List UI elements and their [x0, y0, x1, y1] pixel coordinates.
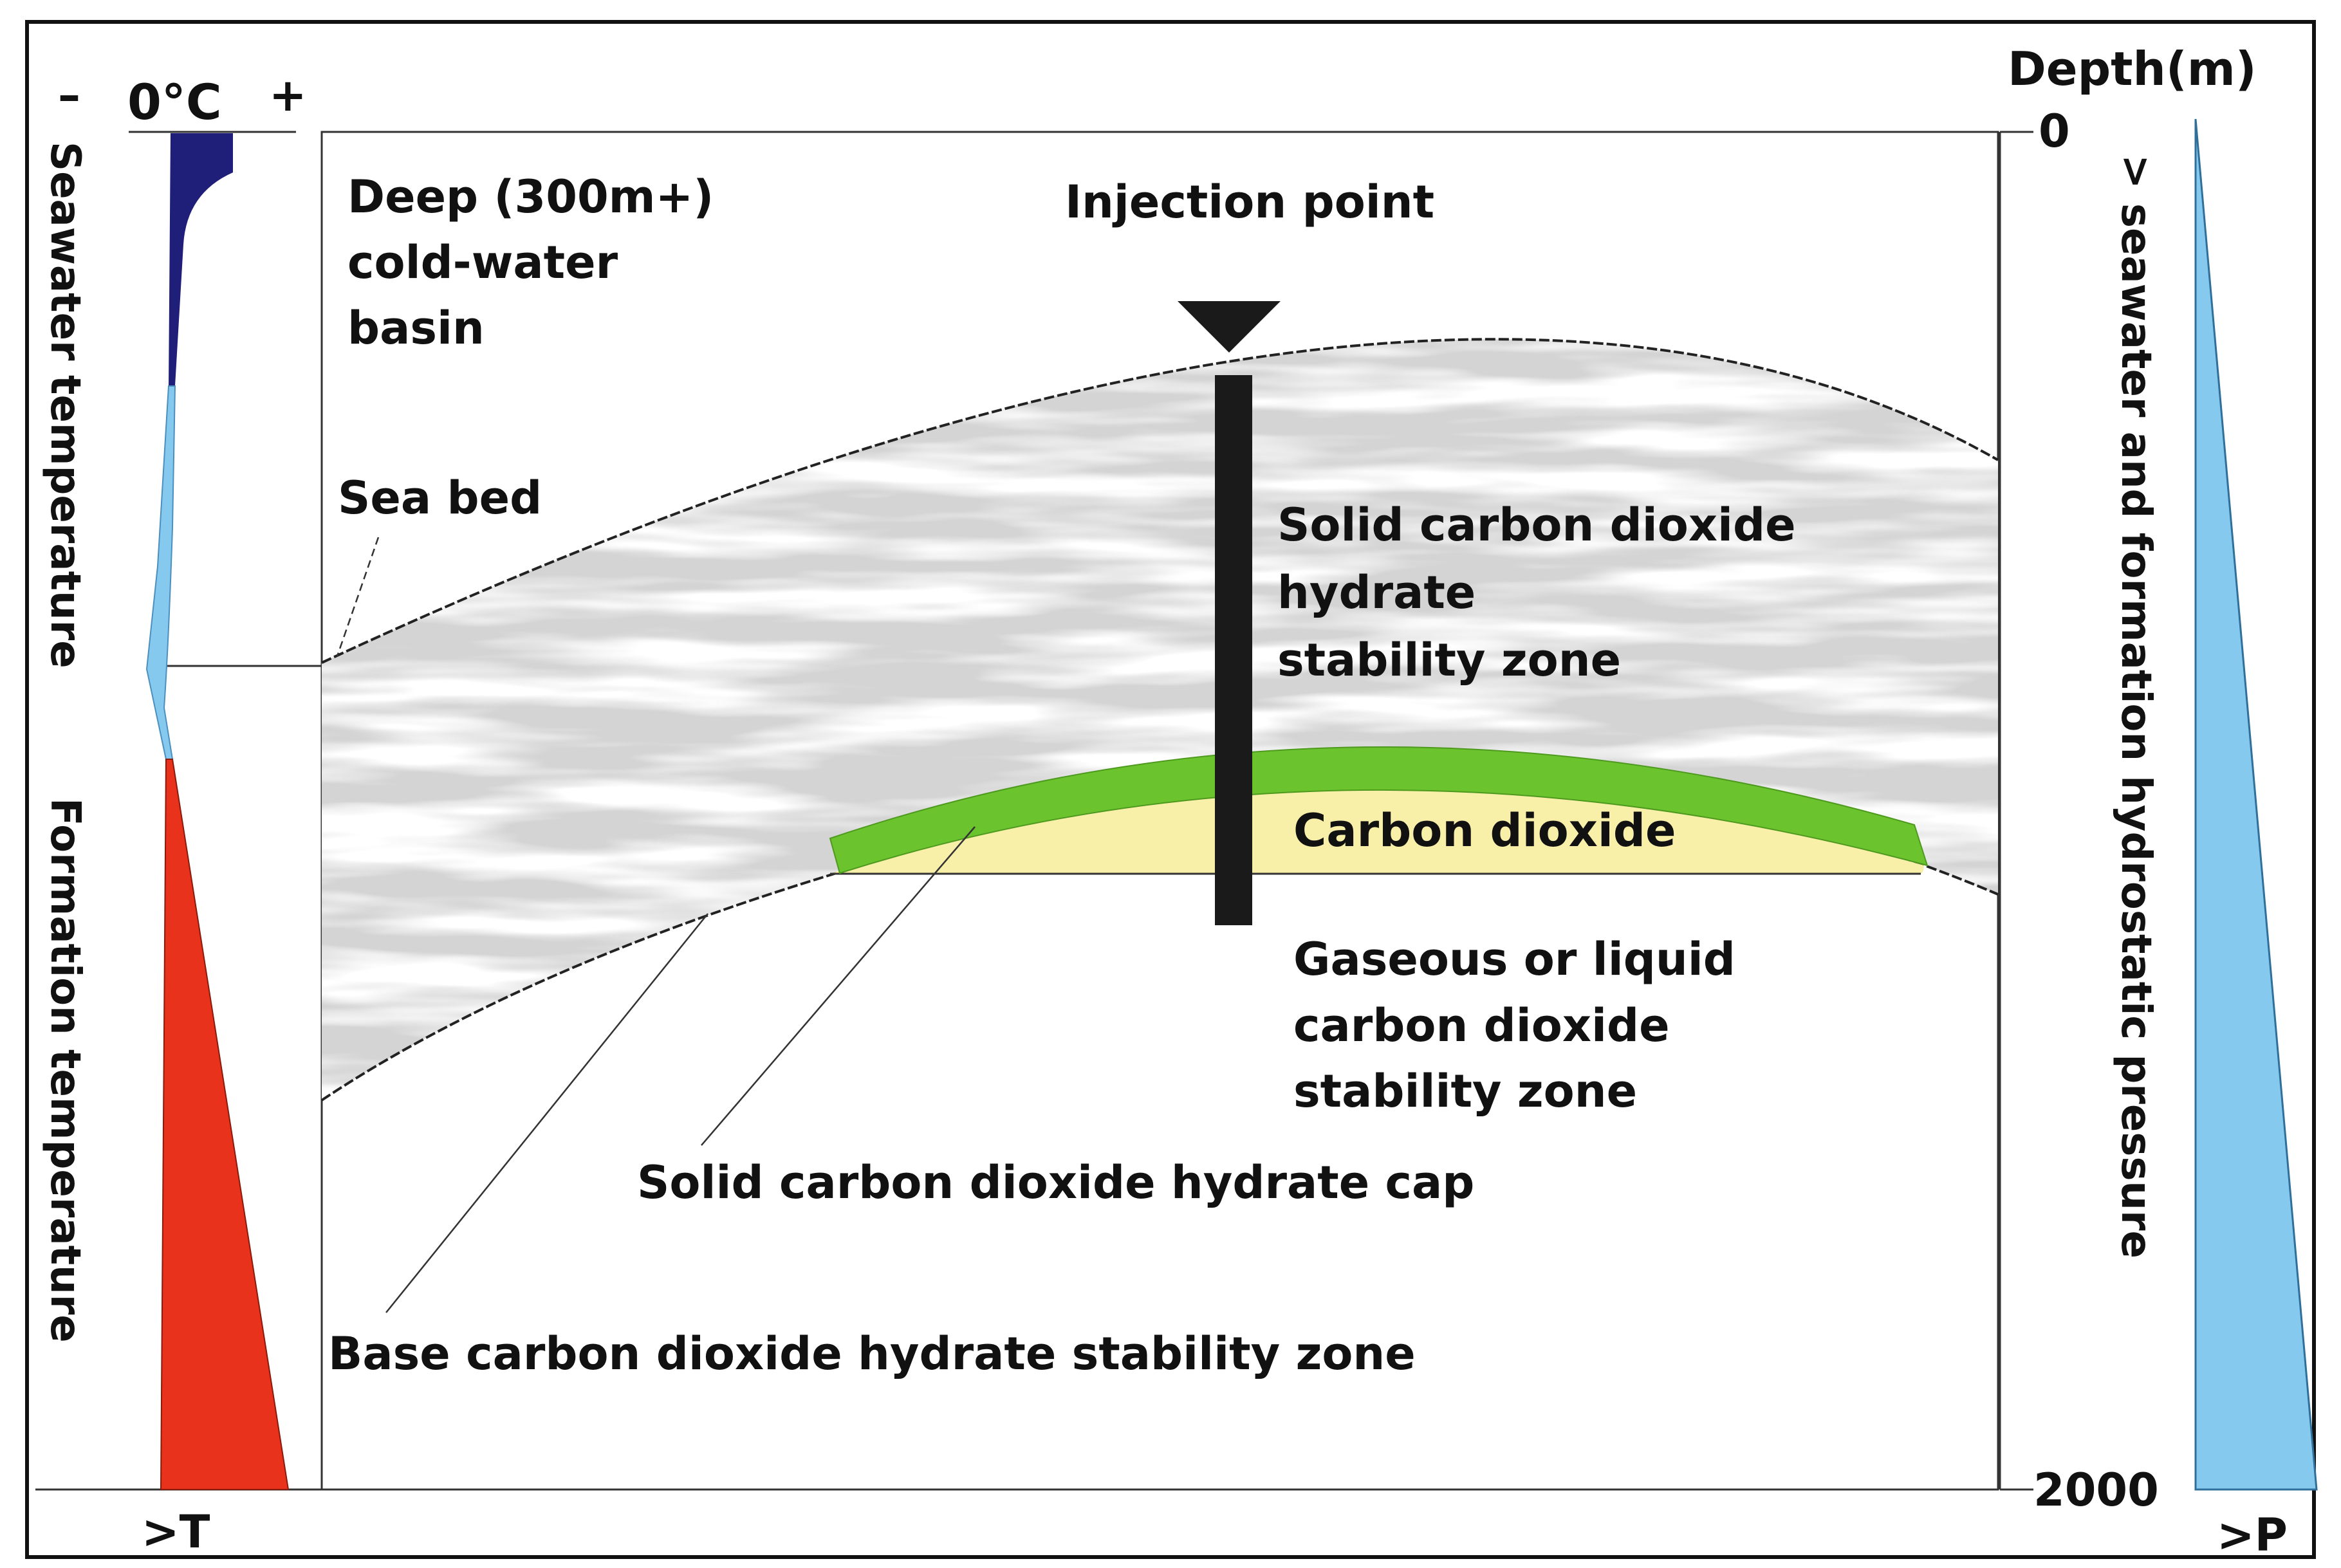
pressure-bottom-label: >P [2217, 1509, 2288, 1562]
zero-celsius-label: 0°C [127, 73, 222, 131]
carbon-dioxide-label: Carbon dioxide [1293, 804, 1676, 857]
minus-sign: – [58, 69, 80, 122]
injection-well [1215, 375, 1252, 925]
seawater-temperature-profile [145, 385, 176, 760]
temperature-bottom-label: >T [142, 1506, 210, 1558]
hydrate-zone-label-line-1: Solid carbon dioxide [1277, 499, 1796, 551]
gas-liquid-zone-label-line-3: stability zone [1293, 1065, 1637, 1118]
gas-liquid-zone-label-line-1: Gaseous or liquid [1293, 933, 1735, 986]
injection-point-label: Injection point [1065, 176, 1434, 228]
hydrate-cap [829, 746, 1929, 874]
hydrate-zone-label-line-2: hydrate [1277, 566, 1476, 619]
base-zone-leader [385, 913, 708, 1313]
basin-label-line-1: Deep (300m+) [347, 171, 714, 223]
hydrate-cap-leader [701, 826, 976, 1146]
sea-bed-line [321, 338, 1999, 664]
formation-temperature-profile [160, 759, 290, 1490]
depth-zero-label: 0 [2039, 105, 2070, 158]
hydrate-zone-label-line-3: stability zone [1277, 634, 1621, 687]
sea-bed-label: Sea bed [338, 472, 542, 524]
injection-triangle-icon [1178, 301, 1281, 353]
basin-label-line-3: basin [347, 302, 485, 355]
seawater-cold-profile [169, 133, 233, 386]
sea-bed-leader [336, 537, 380, 657]
plus-sign: + [269, 69, 307, 122]
basin-label-line-2: cold-water [347, 236, 618, 289]
pressure-axis-label: > seawater and formation hydrostatic pre… [2112, 154, 2160, 1259]
depth-2000-label: 2000 [2033, 1464, 2159, 1517]
pressure-profile [2194, 118, 2318, 1491]
gas-liquid-zone-label-line-2: carbon dioxide [1293, 999, 1670, 1052]
hydrate-cap-label: Solid carbon dioxide hydrate cap [637, 1156, 1474, 1209]
base-zone-label: Base carbon dioxide hydrate stability zo… [328, 1327, 1416, 1380]
formation-temperature-label: Formation temperature [41, 798, 89, 1343]
outer-frame [25, 20, 2316, 1559]
seawater-temperature-label: Seawater temperature [41, 142, 89, 669]
depth-axis-title: Depth(m) [2008, 42, 2257, 96]
